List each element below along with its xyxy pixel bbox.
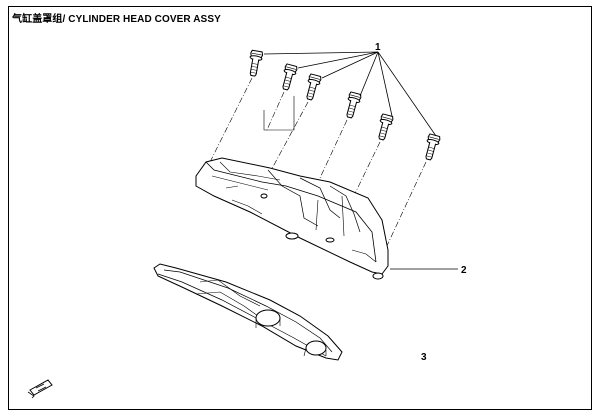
bolt-part xyxy=(246,49,264,78)
bolt-part xyxy=(375,113,395,142)
bolt-part xyxy=(343,91,363,120)
bolt-bracket-line xyxy=(263,96,295,131)
callout-3-label: 3 xyxy=(421,352,427,363)
drawing-frame xyxy=(8,6,592,410)
bolt-part xyxy=(279,63,299,92)
callout-1-label: 1 xyxy=(375,42,381,53)
bolt-part xyxy=(303,73,323,102)
callout-2-label: 2 xyxy=(461,265,467,276)
cylinder-head-cover xyxy=(195,157,389,280)
orientation-icon xyxy=(27,379,53,399)
diagram-title: 气缸盖罩组/ CYLINDER HEAD COVER ASSY xyxy=(12,14,221,25)
cover-gasket xyxy=(153,263,343,361)
callout-1-leaders xyxy=(263,51,437,137)
bolt-part xyxy=(422,133,442,162)
